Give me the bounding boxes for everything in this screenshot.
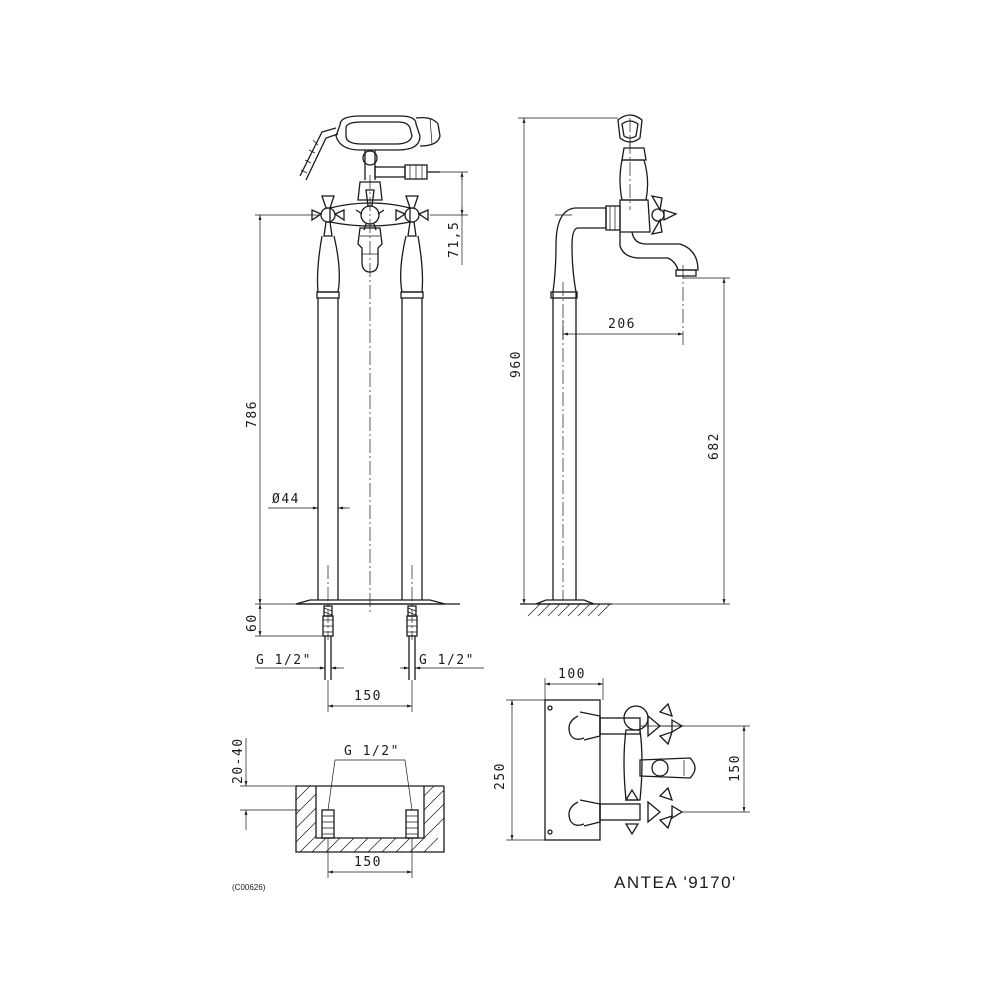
side-view: 960 206 682 <box>509 114 730 617</box>
dim-spout-height-side: 682 <box>707 432 722 460</box>
hand-shower <box>299 115 441 181</box>
dim-spacing-install: 150 <box>354 855 382 870</box>
dim-spacing-top: 150 <box>728 754 743 782</box>
dim-depth: 20-40 <box>231 737 246 784</box>
mixer-body <box>311 181 429 273</box>
product-title: ANTEA '9170' <box>614 873 737 892</box>
dim-base-front: 60 <box>245 613 260 632</box>
dim-total-height: 960 <box>509 350 524 378</box>
front-dimensions <box>255 171 484 712</box>
top-view: 100 250 150 <box>493 667 750 841</box>
front-view: 71,5 786 Ø44 60 G 1/2" G 1/2" 150 <box>245 115 484 712</box>
drawing-code: (C00626) <box>232 883 266 892</box>
thread-right: G 1/2" <box>419 653 475 668</box>
thread-install: G 1/2" <box>344 744 400 759</box>
dim-reach: 206 <box>608 317 636 332</box>
dim-spacing-front: 150 <box>354 689 382 704</box>
legs <box>295 235 460 680</box>
dim-width-top: 100 <box>558 667 586 682</box>
dim-diameter: Ø44 <box>272 492 300 507</box>
dim-spout-height-front: 71,5 <box>447 221 462 258</box>
install-view: 20-40 G 1/2" 150 <box>231 737 445 878</box>
thread-left: G 1/2" <box>256 653 312 668</box>
dim-length-top: 250 <box>493 762 508 790</box>
dim-height-front: 786 <box>245 400 260 428</box>
